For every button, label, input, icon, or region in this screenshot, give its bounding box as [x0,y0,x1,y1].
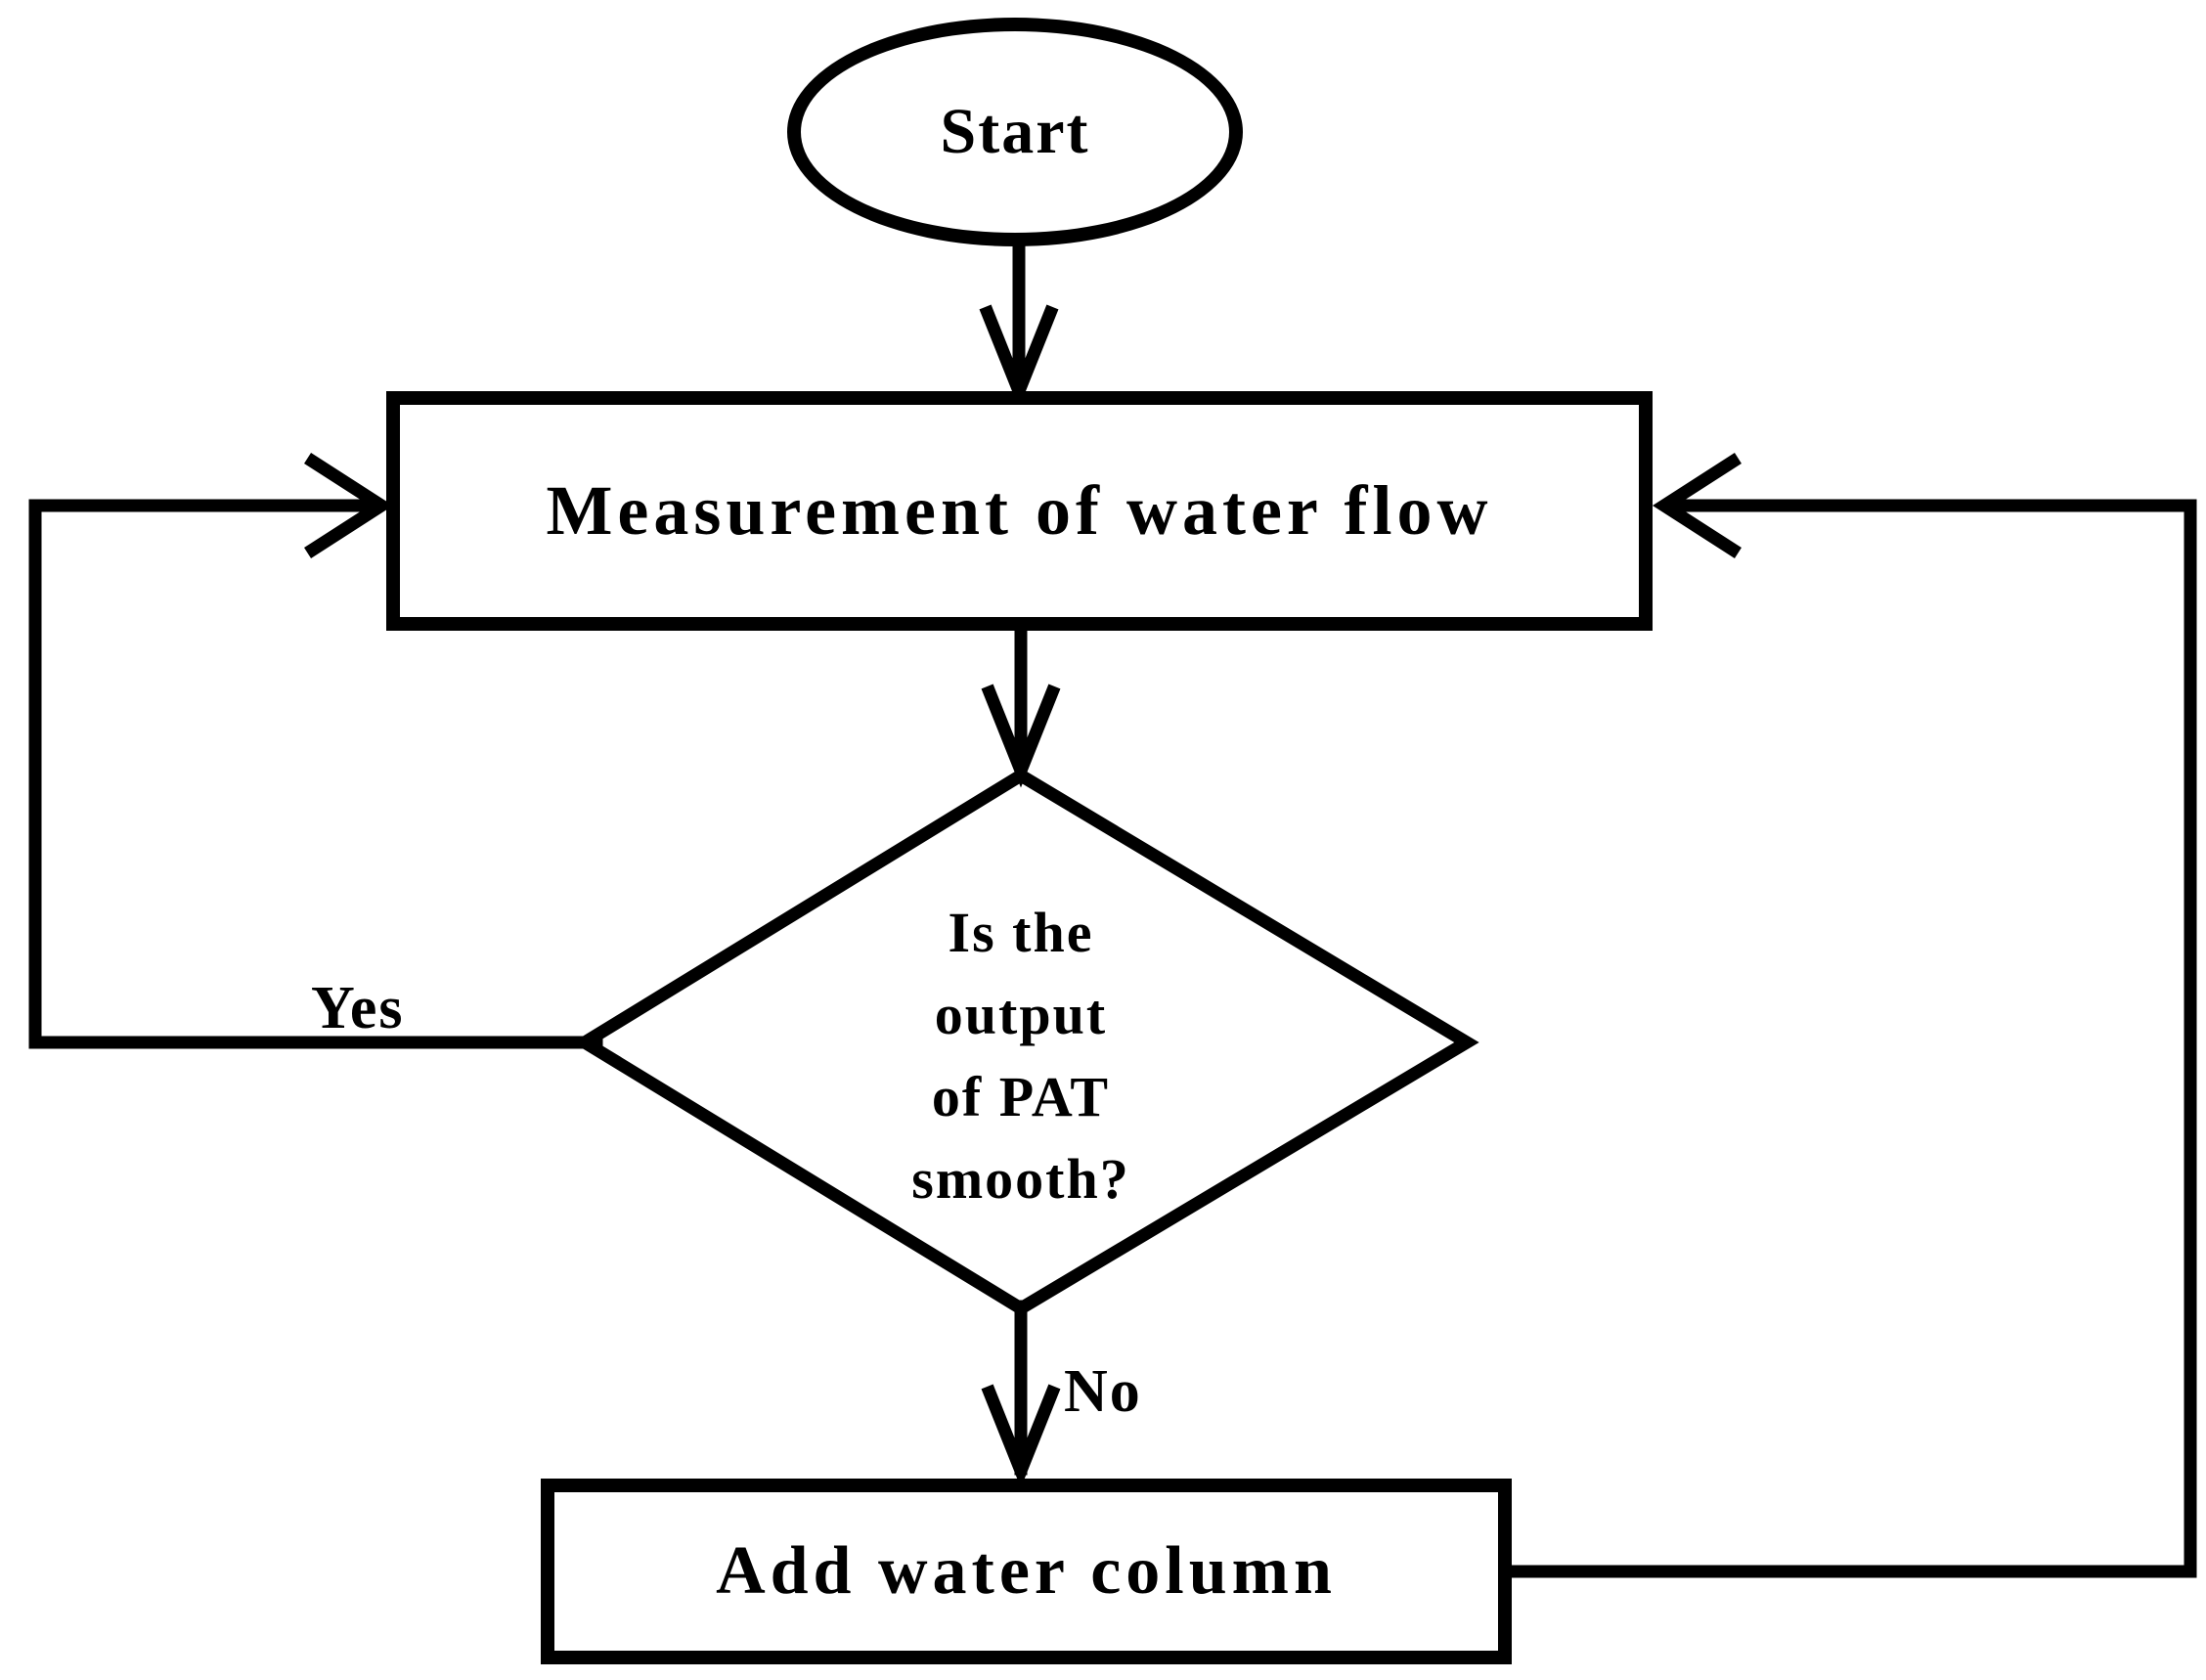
edge-yes-loop [28,499,603,1049]
decision-line: Is the [948,901,1094,964]
start-node: Start [787,18,1243,246]
arrowhead-down-icon [981,1384,1061,1488]
decision-line: of PAT [931,1065,1111,1128]
measurement-node: Measurement of water flow [386,391,1653,631]
arrowhead-down-icon [981,684,1061,788]
measurement-label: Measurement of water flow [546,471,1493,550]
decision-node-text: Is the output of PAT smooth? [776,892,1265,1211]
add-water-node: Add water column [541,1479,1512,1664]
decision-line: output [934,983,1108,1046]
edge-return-loop [1501,499,2197,1578]
no-branch-label: No [1064,1358,1142,1425]
add-water-label: Add water column [716,1533,1337,1609]
arrowhead-right-icon [304,453,394,558]
arrowhead-left-icon [1652,453,1742,558]
yes-branch-label: Yes [311,975,405,1041]
decision-line: smooth? [911,1147,1130,1211]
start-label: Start [940,96,1090,167]
